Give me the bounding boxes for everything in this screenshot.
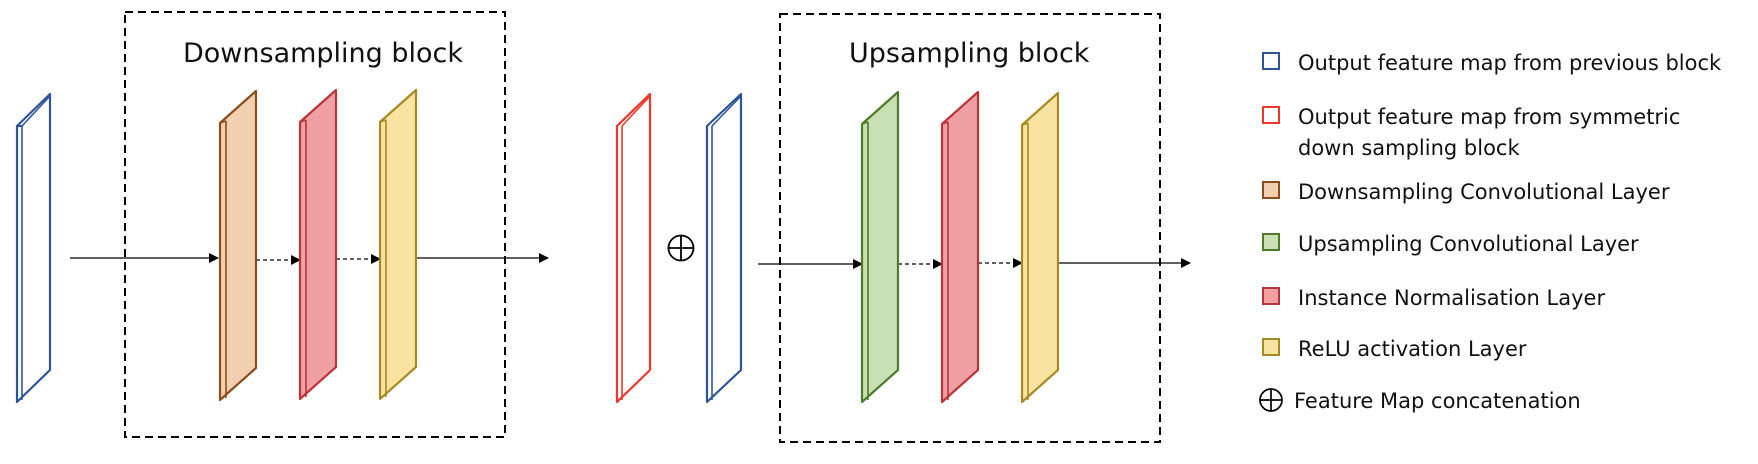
legend-label-symmetric-line1: Output feature map from symmetric	[1298, 105, 1681, 129]
downsampling-conv-layer	[218, 89, 258, 402]
legend-label-symmetric-line2: down sampling block	[1298, 136, 1520, 160]
legend-item-instance-norm: Instance Normalisation Layer	[1262, 283, 1752, 314]
downsampling-block-border	[124, 11, 506, 438]
legend-swatch-relu	[1262, 338, 1280, 356]
upsampling-conv-layer	[860, 90, 900, 404]
legend-swatch-downsampling-conv	[1262, 181, 1280, 199]
circled-plus-icon	[1259, 388, 1283, 412]
legend-item-upsampling-conv: Upsampling Convolutional Layer	[1262, 229, 1752, 260]
legend-label-concatenation: Feature Map concatenation	[1294, 389, 1581, 413]
legend-item-relu: ReLU activation Layer	[1262, 334, 1752, 365]
legend-label-previous-block: Output feature map from previous block	[1298, 51, 1722, 75]
downsampling-block-title: Downsampling block	[183, 38, 464, 69]
previous-feature-map	[705, 92, 743, 404]
symmetric-feature-map	[615, 92, 652, 404]
legend-label-downsampling-conv: Downsampling Convolutional Layer	[1298, 180, 1670, 204]
downsampling-relu-layer	[378, 88, 418, 401]
legend-item-symmetric-block: Output feature map from symmetric down s…	[1262, 102, 1752, 164]
input-feature-map	[15, 92, 52, 404]
legend-item-previous-block: Output feature map from previous block	[1262, 48, 1752, 79]
legend-item-concatenation: Feature Map concatenation	[1259, 386, 1752, 417]
legend-label-symmetric-block: Output feature map from symmetric down s…	[1298, 102, 1680, 164]
legend-label-relu: ReLU activation Layer	[1298, 337, 1527, 361]
circled-plus-icon	[667, 234, 695, 262]
upsampling-block-title: Upsampling block	[849, 38, 1090, 69]
upsampling-relu-layer	[1020, 91, 1060, 404]
legend-label-upsampling-conv: Upsampling Convolutional Layer	[1298, 232, 1639, 256]
legend-swatch-upsampling-conv	[1262, 233, 1280, 251]
legend-swatch-previous-block	[1262, 52, 1280, 70]
downsampling-norm-layer	[298, 88, 338, 401]
legend-label-instance-norm: Instance Normalisation Layer	[1298, 286, 1606, 310]
legend-item-downsampling-conv: Downsampling Convolutional Layer	[1262, 177, 1752, 208]
legend-swatch-symmetric-block	[1262, 106, 1280, 124]
upsampling-block-border	[779, 13, 1161, 443]
upsampling-norm-layer	[940, 90, 980, 404]
legend-swatch-instance-norm	[1262, 287, 1280, 305]
